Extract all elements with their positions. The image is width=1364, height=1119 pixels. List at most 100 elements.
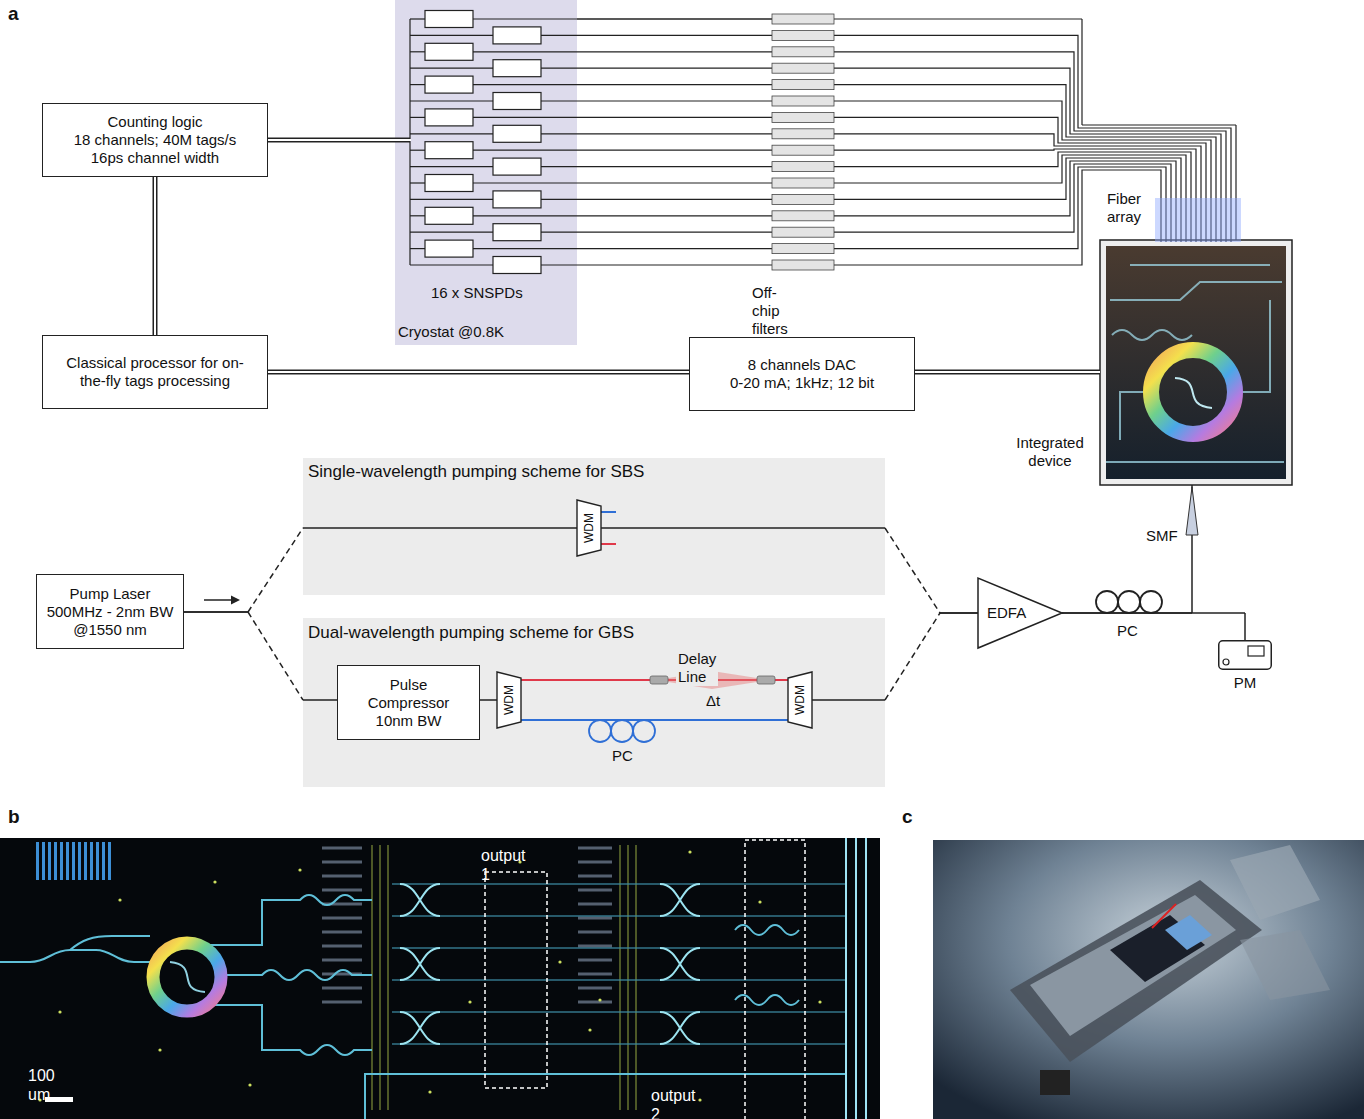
polarization-coil xyxy=(1140,591,1162,613)
snspd-detector xyxy=(425,142,473,159)
waveguide xyxy=(215,1005,372,1055)
coupler xyxy=(660,1012,700,1044)
coupler xyxy=(400,1012,440,1044)
snspd-detector xyxy=(493,224,541,241)
pad-stub xyxy=(578,987,612,990)
fiber xyxy=(541,232,772,233)
pad-stub xyxy=(578,861,612,864)
fiber xyxy=(834,170,1161,265)
connector xyxy=(577,19,1236,240)
polarization-coil xyxy=(1118,591,1140,613)
polarization-coil xyxy=(589,720,611,742)
photo-frame xyxy=(1100,240,1292,485)
wdm-symbol: WDM xyxy=(497,672,521,728)
cable-core xyxy=(915,371,1100,373)
dust-speck xyxy=(558,960,561,963)
direction-arrow xyxy=(231,596,240,605)
photo-ground xyxy=(0,838,880,1119)
fiber xyxy=(541,100,772,101)
connector xyxy=(1062,485,1192,613)
wire xyxy=(410,117,425,118)
snspd-detector xyxy=(425,207,473,224)
waveguide xyxy=(392,979,846,981)
node-label: WDM xyxy=(793,685,807,715)
cable xyxy=(153,177,158,335)
wire xyxy=(410,248,425,249)
snspd-detector xyxy=(425,43,473,60)
compressor-box: Pulse Compressor 10nm BW xyxy=(337,665,480,740)
wire xyxy=(410,232,493,233)
wire xyxy=(410,150,425,151)
polarization-coil xyxy=(633,720,655,742)
dust-speck xyxy=(158,1048,161,1051)
waveguide xyxy=(1236,300,1270,392)
wire xyxy=(410,199,493,200)
grating-coupler xyxy=(72,842,75,880)
polarization-coil xyxy=(611,720,633,742)
wire xyxy=(410,133,493,134)
wire xyxy=(410,35,493,36)
snspd-detector xyxy=(493,158,541,175)
pad-stub xyxy=(322,861,362,864)
laser-box: Pump Laser500MHz - 2nm BW @1550 nm xyxy=(36,574,184,649)
cable xyxy=(395,138,410,143)
node-label: Dual-wavelength pumping scheme for GBS xyxy=(308,623,868,643)
waveguide xyxy=(392,947,846,949)
collimator xyxy=(650,676,668,684)
connector xyxy=(184,528,303,612)
coupler xyxy=(660,1012,700,1044)
fiber xyxy=(473,117,772,118)
waveguide xyxy=(392,1043,846,1045)
chip-photo: Integrated device xyxy=(1100,240,1292,485)
block xyxy=(1040,1070,1070,1095)
waveguide xyxy=(1112,330,1192,340)
filter xyxy=(772,178,834,188)
filter xyxy=(772,30,834,40)
cable-core xyxy=(154,177,156,335)
bus-waveguide xyxy=(855,838,857,1119)
cable-core xyxy=(268,371,689,373)
wire xyxy=(410,166,493,167)
guide-line xyxy=(379,845,381,1110)
filter xyxy=(772,63,834,73)
wire xyxy=(410,215,425,216)
snspd-detector xyxy=(493,27,541,44)
pad-stub xyxy=(578,917,612,920)
pad-stub xyxy=(322,889,362,892)
panel-letter: b xyxy=(8,806,20,829)
fiber xyxy=(541,35,772,36)
dust-speck xyxy=(468,1000,471,1003)
snspd-detector xyxy=(425,11,473,28)
snspd-detector xyxy=(493,60,541,77)
connector xyxy=(268,140,395,141)
photo-ground xyxy=(933,840,1364,1119)
fiber xyxy=(834,101,1211,242)
fiber xyxy=(541,166,772,167)
filter xyxy=(772,80,834,90)
waveguide xyxy=(70,936,150,950)
coupler xyxy=(660,948,700,980)
cable xyxy=(915,370,1100,375)
dust-speck xyxy=(588,1028,591,1031)
waveguide xyxy=(392,883,846,885)
fiber xyxy=(834,149,1196,242)
waveguide xyxy=(170,962,205,992)
fiber-line xyxy=(480,699,497,701)
wdm-symbol: WDM xyxy=(788,672,812,728)
filter xyxy=(772,194,834,204)
node-label: 0-20 mA; 1kHz; 12 bit xyxy=(730,374,874,392)
scheme-ground xyxy=(303,618,885,787)
meter-shape xyxy=(1218,640,1272,670)
cable-core xyxy=(268,139,395,141)
connector xyxy=(155,177,156,335)
snspd-detector xyxy=(425,109,473,126)
fiber xyxy=(473,150,772,151)
node-label: 500MHz - 2nm BW @1550 nm xyxy=(40,603,180,639)
connector xyxy=(184,612,303,700)
filter xyxy=(772,260,834,270)
snspd-detector xyxy=(493,125,541,142)
scheme-band: Single-wavelength pumping scheme for SBS… xyxy=(303,458,885,595)
dust-speck xyxy=(688,850,691,853)
direction-arrow xyxy=(204,599,232,601)
collimator xyxy=(757,676,775,684)
